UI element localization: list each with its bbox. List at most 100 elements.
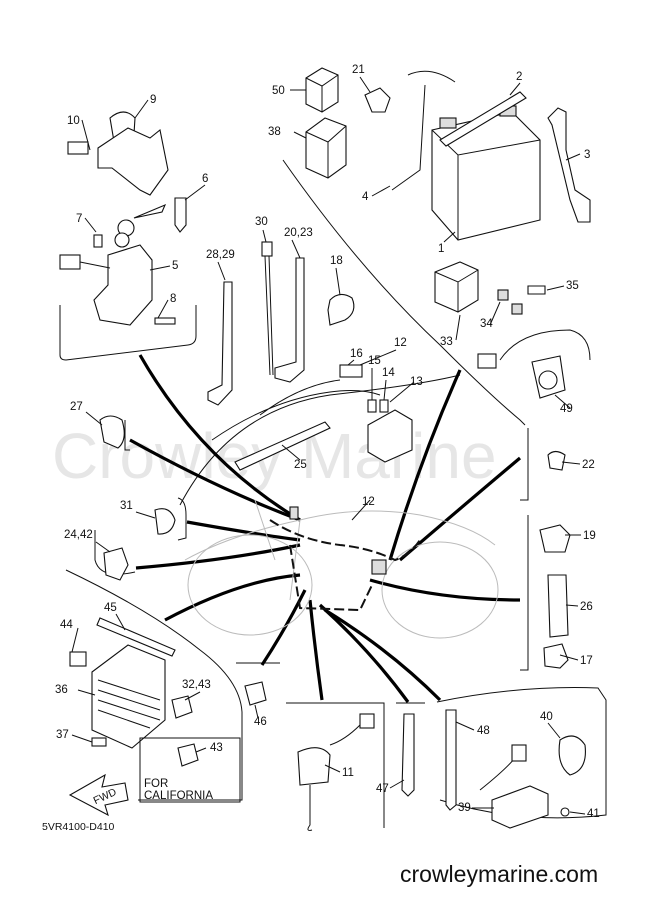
part-label-40: 40 (540, 711, 553, 723)
part-label-26: 26 (580, 601, 593, 613)
leader-11 (308, 599, 324, 701)
relay-50 (305, 67, 339, 113)
part-label-6: 6 (202, 173, 208, 185)
tie-band-47 (401, 713, 415, 797)
clip-24-42 (103, 547, 129, 581)
part-label-7: 7 (76, 213, 82, 225)
part-label-43: 43 (210, 742, 223, 754)
leader-24 (135, 543, 301, 570)
part-label-9: 9 (150, 94, 156, 106)
part-label-25: 25 (294, 459, 307, 471)
part-label-46: 46 (254, 716, 267, 728)
california-note: FOR CALIFORNIA (139, 737, 241, 803)
frame-ignition (59, 305, 197, 361)
frame-right-lower (520, 515, 529, 671)
forward-arrow: FWD (68, 773, 129, 817)
part-label-8: 8 (170, 293, 176, 305)
regulator-group (69, 617, 193, 749)
part-label-28-29: 28,29 (206, 249, 235, 261)
motorcycle-outline (184, 499, 499, 639)
callout-ticks (71, 76, 586, 815)
clip-17 (543, 643, 569, 669)
part-label-44: 44 (60, 619, 73, 631)
note-line-2: CALIFORNIA (144, 790, 213, 802)
ignition-group (59, 111, 187, 326)
battery-lead-4 (391, 70, 456, 191)
part-label-36: 36 (55, 684, 68, 696)
screw-41 (560, 807, 570, 817)
tie-bands (207, 241, 305, 406)
clip-46 (244, 681, 267, 706)
part-label-17: 17 (580, 655, 593, 667)
part-label-48: 48 (477, 725, 490, 737)
part-label-3: 3 (584, 149, 590, 161)
part-label-35: 35 (566, 280, 579, 292)
part-labels: 1 2 3 4 5 6 7 8 9 10 11 12 12 13 14 15 1… (55, 64, 600, 820)
battery (431, 91, 541, 241)
battery-cable-3 (547, 107, 591, 223)
frame-left-31 (177, 497, 187, 541)
part-label-32-43: 32,43 (182, 679, 211, 691)
clip-27 (99, 415, 125, 449)
clip-22 (547, 450, 566, 471)
part-label-30: 30 (255, 216, 268, 228)
part-label-47: 47 (376, 783, 389, 795)
sensor-cover-40 (558, 735, 586, 776)
leader-26 (369, 578, 521, 602)
part-label-34: 34 (480, 318, 493, 330)
frame-11 (286, 702, 385, 828)
part-label-19: 19 (583, 530, 596, 542)
note-line-1: FOR (144, 778, 168, 790)
part-label-16: 16 (350, 348, 363, 360)
part-label-24-42: 24,42 (64, 529, 93, 541)
part-label-4: 4 (362, 191, 369, 203)
part-label-21: 21 (352, 64, 365, 76)
leader-48 (324, 608, 442, 702)
clamp-21 (364, 87, 391, 113)
part-label-22: 22 (582, 459, 595, 471)
leader-harness-top (388, 369, 462, 561)
frame-harness-area (179, 374, 461, 506)
main-harness (269, 506, 421, 612)
grommet-26 (547, 574, 569, 638)
part-label-33: 33 (440, 336, 453, 348)
part-label-37: 37 (56, 729, 69, 741)
clip-31 (154, 508, 176, 535)
part-label-11: 11 (342, 767, 354, 779)
switch-11 (297, 713, 375, 831)
frame-right-upper (520, 428, 529, 501)
leader-31 (186, 520, 301, 542)
diagram-code: 5VR4100-D410 (42, 821, 115, 833)
part-label-27: 27 (70, 401, 83, 413)
leader-46 (260, 589, 307, 666)
part-label-13: 13 (410, 376, 423, 388)
part-label-2: 2 (516, 71, 522, 83)
tie-band-48 (445, 709, 457, 811)
part-label-45: 45 (104, 602, 117, 614)
sensor-49 (477, 329, 591, 399)
part-label-10: 10 (67, 115, 80, 127)
part-label-41: 41 (587, 808, 600, 820)
part-label-20-23: 20,23 (284, 227, 313, 239)
part-label-18: 18 (330, 255, 343, 267)
leader-ignition (138, 354, 301, 522)
part-label-49: 49 (560, 403, 573, 415)
sensor-39 (479, 744, 549, 829)
watermark: Crowley Marine (52, 420, 497, 492)
clip-18 (327, 293, 355, 326)
part-label-5: 5 (172, 260, 178, 272)
leader-lines (129, 354, 522, 703)
leader-27 (129, 438, 301, 522)
clamp-19 (539, 524, 571, 553)
part-label-12: 12 (394, 337, 407, 349)
relay-38 (305, 117, 347, 179)
site-url: crowleymarine.com (400, 861, 598, 887)
part-label-31: 31 (120, 500, 133, 512)
part-label-14: 14 (382, 367, 395, 379)
frame-left-27 (124, 420, 130, 451)
frame-battery (282, 159, 526, 426)
leader-regulator (164, 573, 301, 622)
part-label-38: 38 (268, 126, 281, 138)
